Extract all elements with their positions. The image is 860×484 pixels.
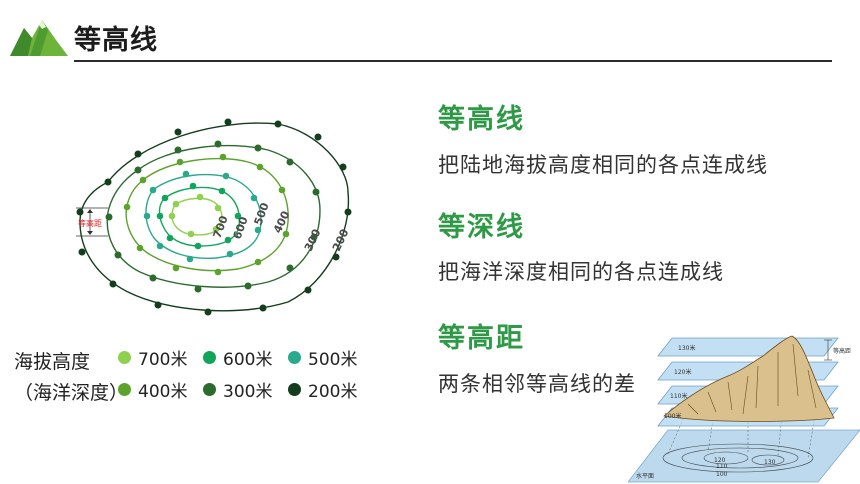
legend-label-500: 500米 (308, 350, 358, 370)
legend-item-200: 200米 (288, 377, 357, 402)
contour-interval-label: 等高距 (78, 218, 102, 228)
term-isobath: 等深线 (438, 212, 525, 243)
contour-label-300: 300 (302, 227, 324, 254)
legend-dot-200 (288, 383, 301, 396)
mountain-illustration (663, 335, 835, 422)
points-400 (123, 153, 290, 276)
legend-label-700: 700米 (138, 350, 188, 370)
contour-line-200 (79, 122, 350, 312)
contour-label-200: 200 (330, 227, 352, 254)
legend-dot-300 (203, 383, 216, 396)
points-300 (105, 140, 320, 293)
contour-line-500 (145, 173, 262, 260)
legend-dot-600 (203, 351, 216, 364)
contour-label-500: 500 (252, 201, 272, 227)
base-contour-label-110: 110 (716, 463, 728, 470)
desc-contour-line: 把陆地海拔高度相同的各点连成线 (438, 153, 768, 177)
base-contour-label-100: 100 (716, 471, 728, 478)
legend-item-500: 500米 (288, 345, 357, 370)
term-contour-line: 等高线 (438, 104, 525, 135)
side-interval-label: 等高距 (833, 347, 851, 355)
legend-item-400: 400米 (118, 377, 187, 402)
legend-label-400: 400米 (138, 382, 188, 402)
page-title: 等高线 (74, 25, 158, 56)
legend-item-700: 700米 (118, 345, 187, 370)
contour-interval-marker: 等高距 (76, 207, 108, 237)
legend-dot-400 (118, 383, 131, 396)
points-500 (143, 170, 262, 263)
legend-label-600: 600米 (223, 350, 273, 370)
legend-item-600: 600米 (203, 345, 272, 370)
contour-label-700: 700 (211, 214, 231, 240)
mountain-logo-icon (10, 20, 68, 56)
base-contour-label-130: 130 (764, 459, 776, 466)
legend-dot-500 (288, 351, 301, 364)
points-700 (168, 193, 222, 238)
plane-label-110: 110米 (670, 392, 687, 400)
contour-map: 700 600 500 400 300 200 等高距 (76, 118, 352, 316)
legend-title-line1: 海拔高度 (14, 351, 91, 373)
legend-title: 海拔高度 （海洋深度） (14, 347, 128, 409)
contour-planes-diagram: 水平面 120 130 110 100 130米 120米 110米 100米 … (628, 335, 860, 483)
desc-isobath: 把海洋深度相同的各点连成线 (438, 260, 724, 284)
points-200 (76, 118, 352, 316)
plane-label-130: 130米 (678, 344, 695, 352)
legend-dot-700 (118, 351, 131, 364)
contour-label-600: 600 (231, 215, 251, 241)
base-contour-label-120: 120 (714, 457, 726, 464)
points-600 (156, 182, 242, 250)
contour-label-400: 400 (271, 209, 293, 236)
legend-title-line2: （海洋深度） (14, 382, 129, 404)
base-plane-label: 水平面 (636, 472, 654, 480)
legend-label-200: 200米 (308, 382, 358, 402)
plane-label-100: 100米 (664, 412, 681, 420)
header-divider (74, 60, 832, 62)
legend-item-300: 300米 (203, 377, 272, 402)
desc-contour-interval: 两条相邻等高线的差 (438, 372, 636, 396)
plane-label-120: 120米 (674, 368, 691, 376)
legend-label-300: 300米 (223, 382, 273, 402)
term-contour-interval: 等高距 (438, 323, 525, 354)
